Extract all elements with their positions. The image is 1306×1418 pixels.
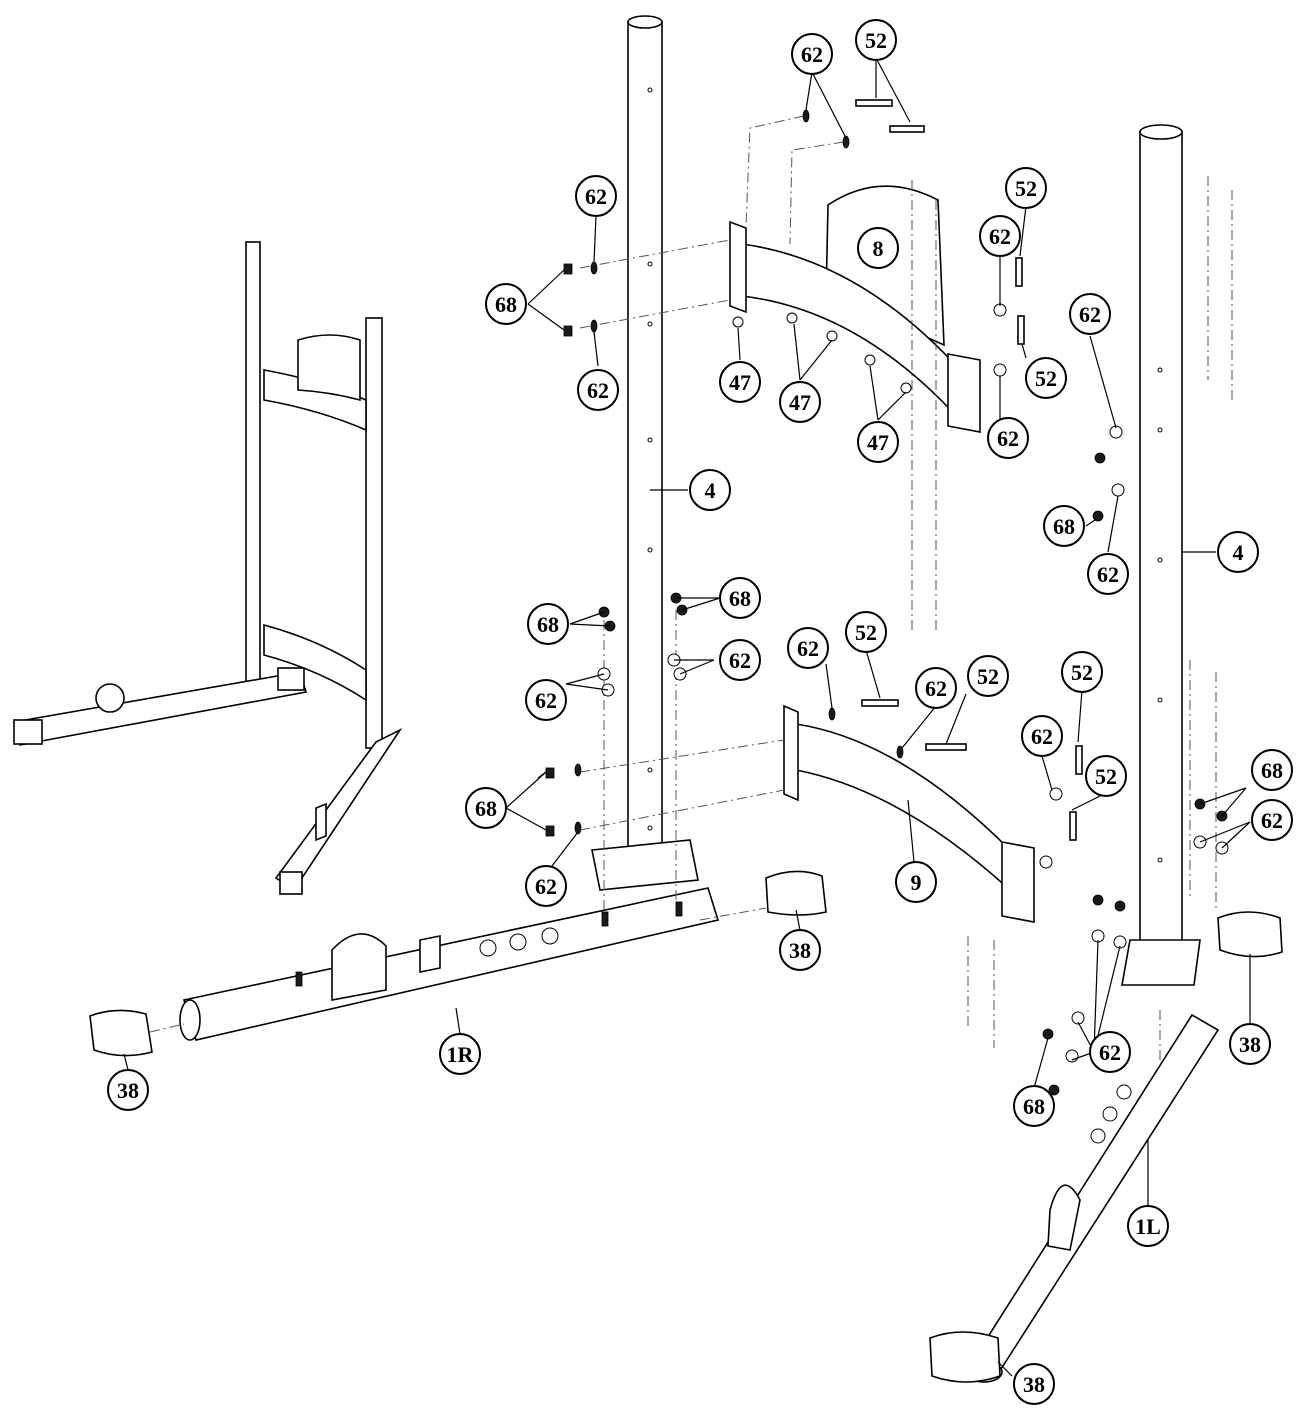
callout-62: 62 xyxy=(791,33,833,75)
callout-52: 52 xyxy=(1005,167,1047,209)
svg-text:62: 62 xyxy=(797,636,819,661)
svg-text:68: 68 xyxy=(1053,514,1075,539)
callout-68: 68 xyxy=(1043,505,1085,547)
callout-68: 68 xyxy=(1251,749,1293,791)
callout-68: 68 xyxy=(465,787,507,829)
svg-text:62: 62 xyxy=(997,426,1019,451)
callout-52: 52 xyxy=(855,19,897,61)
callout-52: 52 xyxy=(1025,357,1067,399)
svg-text:62: 62 xyxy=(729,648,751,673)
callout-62: 62 xyxy=(1021,715,1063,757)
svg-text:62: 62 xyxy=(925,676,947,701)
end-cap-right-base-top xyxy=(1217,911,1283,958)
callout-8: 8 xyxy=(857,227,899,269)
assembly-guides xyxy=(149,115,1233,1060)
svg-text:62: 62 xyxy=(1097,562,1119,587)
svg-text:52: 52 xyxy=(1015,176,1037,201)
base-foot-1r xyxy=(179,887,720,1041)
callout-1l: 1L xyxy=(1127,1205,1169,1247)
callout-62: 62 xyxy=(575,175,617,217)
svg-text:68: 68 xyxy=(475,796,497,821)
svg-text:47: 47 xyxy=(789,390,811,415)
svg-text:62: 62 xyxy=(585,184,607,209)
svg-text:62: 62 xyxy=(989,224,1011,249)
svg-text:68: 68 xyxy=(537,612,559,637)
callout-62: 62 xyxy=(987,417,1029,459)
svg-text:52: 52 xyxy=(855,620,877,645)
callout-52: 52 xyxy=(845,611,887,653)
callout-4: 4 xyxy=(689,469,731,511)
callout-38: 38 xyxy=(779,929,821,971)
callout-1r: 1R xyxy=(439,1033,481,1075)
svg-text:38: 38 xyxy=(1239,1032,1261,1057)
callout-68: 68 xyxy=(1013,1085,1055,1127)
svg-text:38: 38 xyxy=(789,938,811,963)
svg-text:62: 62 xyxy=(1031,724,1053,749)
callout-68: 68 xyxy=(485,283,527,325)
callout-68: 68 xyxy=(527,603,569,645)
end-cap-1r-left xyxy=(89,1009,153,1057)
callout-52: 52 xyxy=(1061,651,1103,693)
end-cap-1r-right xyxy=(765,870,827,916)
callout-62: 62 xyxy=(1251,799,1293,841)
upright-post-right xyxy=(1121,124,1201,986)
svg-text:62: 62 xyxy=(535,688,557,713)
callout-62: 62 xyxy=(1069,293,1111,335)
svg-text:68: 68 xyxy=(495,292,517,317)
callout-38: 38 xyxy=(1013,1363,1055,1405)
callout-62: 62 xyxy=(787,627,829,669)
callout-38: 38 xyxy=(107,1069,149,1111)
svg-text:8: 8 xyxy=(873,236,884,261)
svg-text:68: 68 xyxy=(729,586,751,611)
svg-text:62: 62 xyxy=(801,42,823,67)
callout-4: 4 xyxy=(1217,531,1259,573)
svg-text:62: 62 xyxy=(535,874,557,899)
callout-62: 62 xyxy=(719,639,761,681)
callout-62: 62 xyxy=(915,667,957,709)
svg-text:68: 68 xyxy=(1023,1094,1045,1119)
svg-text:38: 38 xyxy=(117,1078,139,1103)
lower-crossbar xyxy=(783,704,1035,923)
callout-52: 52 xyxy=(967,655,1009,697)
svg-text:62: 62 xyxy=(1079,302,1101,327)
svg-text:52: 52 xyxy=(1071,660,1093,685)
svg-text:62: 62 xyxy=(1261,808,1283,833)
callout-62: 62 xyxy=(1089,1031,1131,1073)
leader-lines xyxy=(123,57,1251,1377)
svg-text:52: 52 xyxy=(1035,366,1057,391)
assembled-frame-preview xyxy=(13,241,403,895)
upper-crossbar-with-pad xyxy=(729,185,981,433)
svg-text:52: 52 xyxy=(1095,764,1117,789)
callout-68: 68 xyxy=(719,577,761,619)
svg-text:4: 4 xyxy=(705,478,716,503)
svg-text:4: 4 xyxy=(1233,540,1244,565)
callout-62: 62 xyxy=(1087,553,1129,595)
callout-62: 62 xyxy=(979,215,1021,257)
callout-62: 62 xyxy=(525,679,567,721)
callout-38: 38 xyxy=(1229,1023,1271,1065)
svg-text:47: 47 xyxy=(729,370,751,395)
end-cap-1l-bottom xyxy=(929,1331,1001,1383)
callout-9: 9 xyxy=(895,861,937,903)
base-foot-1l xyxy=(965,1013,1220,1383)
svg-text:47: 47 xyxy=(867,430,889,455)
svg-text:62: 62 xyxy=(587,378,609,403)
svg-text:52: 52 xyxy=(865,28,887,53)
callouts: 62 52 62 52 68 8 62 62 62 52 47 47 62 47… xyxy=(107,19,1293,1405)
upright-post-left-center xyxy=(591,15,699,891)
svg-text:38: 38 xyxy=(1023,1372,1045,1397)
svg-text:52: 52 xyxy=(977,664,999,689)
callout-62: 62 xyxy=(577,369,619,411)
callout-52: 52 xyxy=(1085,755,1127,797)
callout-47: 47 xyxy=(779,381,821,423)
svg-text:1R: 1R xyxy=(447,1042,475,1067)
svg-text:1L: 1L xyxy=(1135,1214,1161,1239)
svg-text:9: 9 xyxy=(911,870,922,895)
svg-text:62: 62 xyxy=(1099,1040,1121,1065)
svg-text:68: 68 xyxy=(1261,758,1283,783)
callout-47: 47 xyxy=(719,361,761,403)
callout-47: 47 xyxy=(857,421,899,463)
callout-62: 62 xyxy=(525,865,567,907)
